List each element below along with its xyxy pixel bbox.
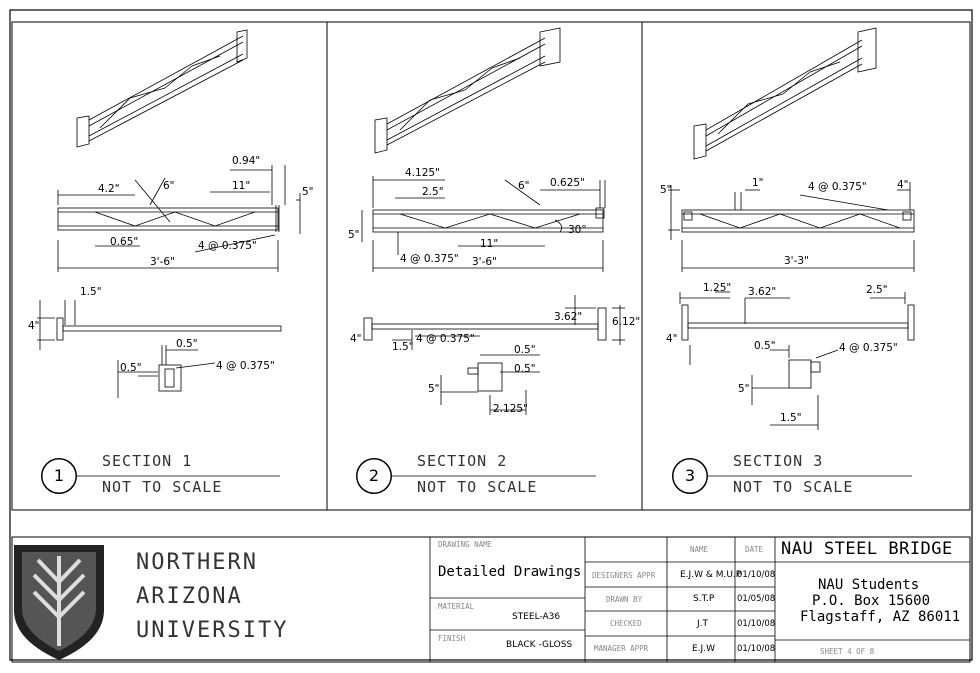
dim-label: 4.2" bbox=[98, 183, 120, 195]
dim-label: 5" bbox=[428, 383, 440, 395]
scale-note: NOT TO SCALE bbox=[733, 478, 854, 496]
dim-label: 4 @ 0.375" bbox=[839, 342, 898, 354]
address-line: Flagstaff, AZ 86011 bbox=[800, 609, 961, 625]
dim-label: 1.5" bbox=[392, 341, 414, 353]
dim-label: 6" bbox=[518, 180, 530, 192]
university-name-line2: ARIZONA bbox=[136, 584, 243, 609]
sheet-number: SHEET 4 OF 8 bbox=[820, 647, 875, 656]
section-title: SECTION 2 bbox=[417, 452, 508, 470]
dim-label: 30° bbox=[568, 224, 587, 236]
dim-label: 4" bbox=[28, 320, 40, 332]
finish-label: FINISH bbox=[438, 634, 466, 643]
sign-date: 01/10/08 bbox=[737, 644, 776, 654]
dim-label: 6" bbox=[163, 180, 175, 192]
address-line: P.O. Box 15600 bbox=[812, 593, 931, 609]
dim-label: 0.94" bbox=[232, 155, 261, 167]
dim-label: 0.5" bbox=[514, 344, 536, 356]
scale-note: NOT TO SCALE bbox=[417, 478, 538, 496]
section-number: 3 bbox=[672, 458, 708, 494]
dim-label: 0.5" bbox=[514, 363, 536, 375]
dim-label: 3.62" bbox=[748, 286, 777, 298]
material-value: STEEL-A36 bbox=[512, 612, 561, 622]
dim-label: 3'-6" bbox=[150, 256, 175, 268]
dim-label: 1.25" bbox=[703, 282, 732, 294]
university-name-line3: UNIVERSITY bbox=[136, 618, 289, 643]
section-2-drawing bbox=[361, 27, 625, 477]
finish-value: BLACK -GLOSS bbox=[506, 640, 573, 650]
dim-label: 4 @ 0.375" bbox=[808, 181, 867, 193]
section-title: SECTION 3 bbox=[733, 452, 824, 470]
dim-label: 5" bbox=[348, 229, 360, 241]
dim-label: 2.125" bbox=[493, 403, 528, 415]
section-title: SECTION 1 bbox=[102, 452, 193, 470]
role-label: DESIGNERS APPR bbox=[592, 571, 656, 580]
dim-label: 4" bbox=[666, 333, 678, 345]
dim-label: 3'-3" bbox=[784, 255, 809, 267]
sign-date: 01/05/08 bbox=[737, 594, 776, 604]
university-name-line1: NORTHERN bbox=[136, 550, 258, 575]
person-name: J.T bbox=[697, 619, 709, 629]
section-number: 2 bbox=[356, 458, 392, 494]
dim-label: 4" bbox=[350, 333, 362, 345]
project-title: NAU STEEL BRIDGE bbox=[781, 539, 953, 559]
person-name: S.T.P bbox=[693, 594, 715, 604]
address-line: NAU Students bbox=[818, 577, 920, 593]
role-label: MANAGER APPR bbox=[594, 644, 649, 653]
dim-label: 6.12" bbox=[612, 316, 641, 328]
role-label: DRAWN BY bbox=[606, 595, 643, 604]
dim-label: 0.5" bbox=[754, 340, 776, 352]
section-number: 1 bbox=[41, 458, 77, 494]
person-name: E.J.W & M.U.P bbox=[680, 570, 742, 580]
dim-label: 2.5" bbox=[422, 186, 444, 198]
nau-logo bbox=[14, 545, 104, 660]
dim-label: 4 @ 0.375" bbox=[198, 240, 257, 252]
date-header: DATE bbox=[745, 545, 764, 554]
dim-label: 4" bbox=[897, 179, 909, 191]
material-label: MATERIAL bbox=[438, 602, 475, 611]
dim-label: 3'-6" bbox=[472, 256, 497, 268]
dim-label: 2.5" bbox=[866, 284, 888, 296]
dim-label: 11" bbox=[480, 238, 499, 250]
name-header: NAME bbox=[690, 545, 709, 554]
dim-label: 4 @ 0.375" bbox=[400, 253, 459, 265]
drawing-name: Detailed Drawings bbox=[438, 564, 582, 580]
dim-label: 0.65" bbox=[110, 236, 139, 248]
section-3-drawing bbox=[668, 27, 915, 477]
dim-label: 3.62" bbox=[554, 311, 583, 323]
dim-label: 0.625" bbox=[550, 177, 585, 189]
dim-label: 0.5" bbox=[176, 338, 198, 350]
dim-label: 4.125" bbox=[405, 167, 440, 179]
person-name: E.J.W bbox=[692, 644, 715, 654]
dim-label: 4 @ 0.375" bbox=[416, 333, 475, 345]
drawing-name-label: DRAWING NAME bbox=[438, 540, 493, 549]
dim-label: 1.5" bbox=[780, 412, 802, 424]
dim-label: 1.5" bbox=[80, 286, 102, 298]
dim-label: 5" bbox=[660, 184, 672, 196]
dim-label: 5" bbox=[302, 186, 314, 198]
dim-label: 1" bbox=[752, 177, 764, 189]
sign-date: 01/10/08 bbox=[737, 619, 776, 629]
dim-label: 5" bbox=[738, 383, 750, 395]
dim-label: 4 @ 0.375" bbox=[216, 360, 275, 372]
role-label: CHECKED bbox=[610, 619, 642, 628]
section-1-drawing bbox=[37, 29, 301, 477]
sign-date: 01/10/08 bbox=[737, 570, 776, 580]
dim-label: 0.5" bbox=[120, 362, 142, 374]
scale-note: NOT TO SCALE bbox=[102, 478, 223, 496]
dim-label: 11" bbox=[232, 180, 251, 192]
